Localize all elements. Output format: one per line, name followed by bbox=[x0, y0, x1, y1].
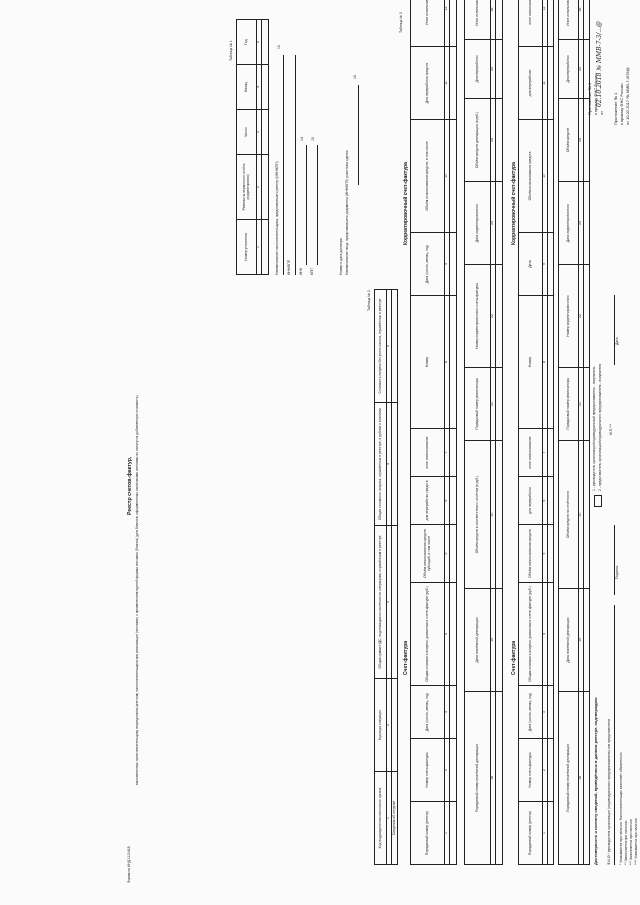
table3-caption: Таблица № 3 bbox=[399, 12, 403, 33]
appendix-sub-order: к приказу ФНС России bbox=[619, 83, 624, 125]
signature-label: Подпись bbox=[615, 565, 619, 579]
table4-row2: Порядковый номер платёжной декларации Да… bbox=[558, 0, 590, 865]
appendix-sub-label: Приложение № 1 bbox=[613, 92, 618, 125]
appendix-sub-date: от 10.02.2017 № ММВ-7-3/78@ bbox=[625, 67, 630, 125]
form-code: Форма по КНД 1110418 bbox=[127, 846, 131, 883]
confirm-text: Достоверность и полноту сведений, привед… bbox=[593, 696, 598, 865]
table3-row2: Порядковый номер платёжной декларации Да… bbox=[464, 0, 503, 865]
signer-type-box[interactable] bbox=[594, 495, 602, 507]
section1-invoice-title: Счет-фактура bbox=[403, 640, 409, 675]
footnote-4: **** Указывается при наличии bbox=[634, 818, 638, 865]
signer-option-1: 1 - руководитель организации/индивидуаль… bbox=[592, 366, 596, 491]
table2-caption: Таблица № 2 bbox=[367, 290, 371, 311]
signer-option-2: 2 - представитель организации/индивидуал… bbox=[598, 363, 602, 491]
field-taxpayer: Наименование налогоплательщика, представ… bbox=[275, 161, 279, 275]
field-kpp: КПП bbox=[310, 268, 314, 275]
table1-caption: Таблица № 1 bbox=[229, 40, 233, 61]
section2-invoice-title: Счет-фактура bbox=[511, 640, 517, 675]
stamp-label: М.П.*** bbox=[609, 423, 613, 435]
handwritten-order-number: 02.10.2018 № ММВ-7-3/...@ bbox=[596, 21, 603, 107]
table4: Порядковый номер (реестр) Номер счета-фа… bbox=[518, 0, 554, 865]
form-subtitle: выставленных налогоплательщику посредник… bbox=[135, 395, 139, 785]
section2-corr-title: Корректировочный счет-фактура bbox=[511, 162, 517, 245]
table1: Номер уточнения Реквизиты первичного отч… bbox=[236, 19, 269, 275]
fio-note: Ф.И.О.* руководителя организации (индиви… bbox=[607, 719, 611, 865]
appendix-date-prefix: от bbox=[599, 111, 604, 115]
date-label: Дата bbox=[615, 337, 619, 345]
field-contract: Номер и дата договора bbox=[339, 238, 343, 275]
table2: Код подразделения налогового органа Код … bbox=[374, 289, 398, 865]
section1-corr-title: Корректировочный счет-фактура bbox=[403, 162, 409, 245]
field-inn-kpp: ИНН/КПП bbox=[287, 259, 291, 275]
field-inn: ИНН bbox=[299, 267, 303, 275]
form-title: Реестр счетов-фактур, bbox=[127, 456, 133, 515]
table3: Порядковый номер (реестр) Номер счета-фа… bbox=[410, 0, 457, 865]
field-participant: Наименование лица, представившего докуме… bbox=[345, 150, 349, 275]
